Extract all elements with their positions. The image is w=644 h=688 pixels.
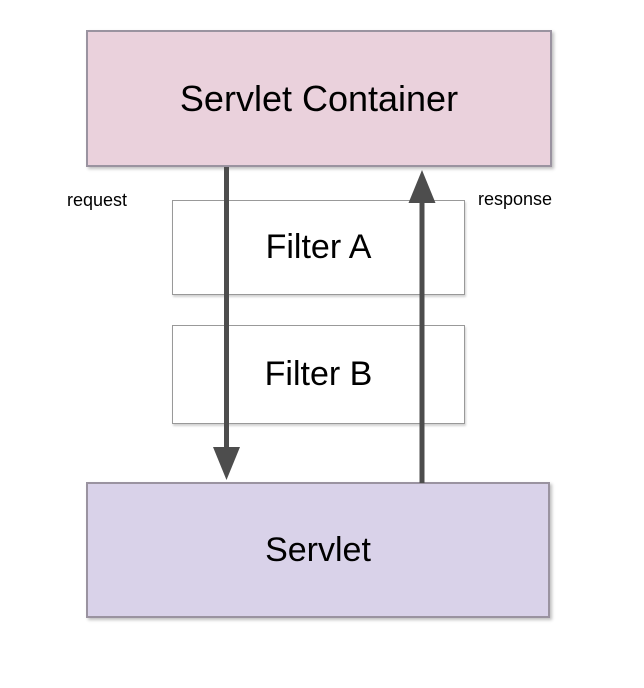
filter-b-label: Filter B — [264, 355, 373, 393]
filter-a-box: Filter A — [172, 200, 465, 295]
servlet-label: Servlet — [265, 530, 371, 569]
servlet-container-label: Servlet Container — [179, 77, 459, 119]
servlet-container-box: Servlet Container — [86, 30, 552, 167]
request-arrowhead-icon — [213, 447, 240, 480]
response-label: response — [478, 189, 553, 209]
filter-b-box: Filter B — [172, 325, 465, 424]
response-arrowhead-icon — [408, 170, 436, 203]
request-label: request — [67, 190, 128, 210]
servlet-box: Servlet — [86, 482, 550, 618]
filter-a-label: Filter A — [265, 228, 372, 266]
